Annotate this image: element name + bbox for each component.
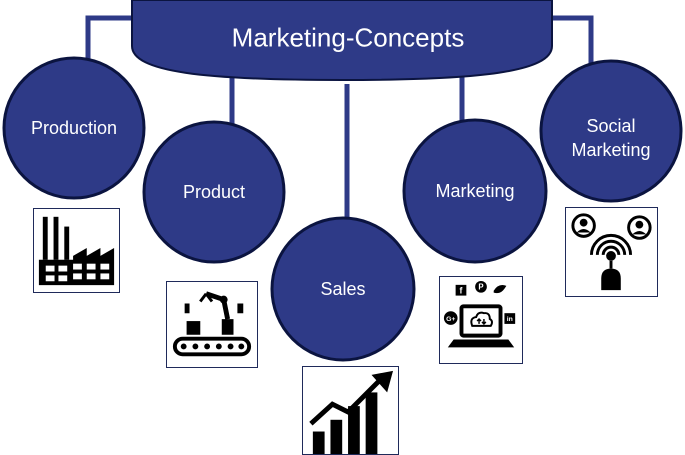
rising-bar-chart-icon [302,366,399,455]
connectors [85,15,594,217]
concept-node-social [539,59,683,203]
google-plus-badge: G+ [446,316,455,323]
concept-node-marketing [402,118,548,264]
linkedin-badge: in [507,316,513,323]
pinterest-badge: P [478,283,483,292]
diagram-title: Marketing-Concepts [231,22,465,53]
concept-label-marketing: Marketing [435,181,515,201]
concept-label-production: Production [30,118,118,138]
connector-production [85,15,138,70]
broadcast-users-icon [565,207,658,297]
concept-label-product: Product [182,182,246,202]
twitter-icon [493,285,507,294]
robotic-arm-conveyor-icon [166,281,258,368]
laptop-social-media-icon: f P G+ in [439,276,523,364]
title-banner [131,0,553,82]
concept-node-product [142,120,286,264]
factory-icon [33,208,120,293]
connector-social [548,15,594,65]
concept-node-production [2,56,146,200]
concept-node-sales [270,216,416,362]
facebook-badge: f [460,286,463,296]
concept-label-sales: Sales [320,279,366,299]
concept-label-social: Social Marketing [571,116,651,160]
